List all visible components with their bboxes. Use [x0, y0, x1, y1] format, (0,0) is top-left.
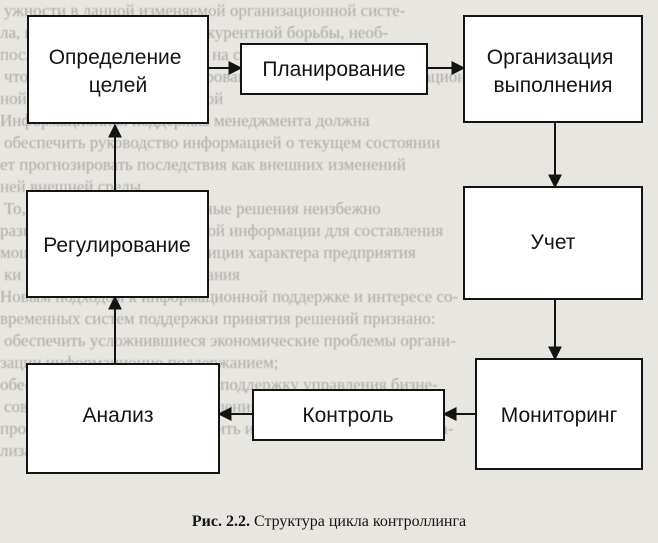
node-planning: Планирование — [240, 43, 428, 95]
figure-title: Структура цикла контроллинга — [253, 513, 467, 530]
node-analysis: Анализ — [26, 363, 220, 474]
background-text-line: ет прогнозировать последствия как внешни… — [0, 155, 406, 174]
node-control-label: Контроль — [302, 404, 393, 427]
background-text-line: обеспечить усложнившиеся экономические п… — [4, 331, 456, 350]
controlling-cycle-diagram: Определение целей Планирование Организац… — [26, 15, 643, 474]
node-monitoring-label: Мониторинг — [501, 404, 618, 427]
background-text-line: временных систем поддержки принятия реше… — [0, 309, 436, 328]
node-organization-label: Организация выполнения — [487, 46, 620, 97]
background-text-line: обеспечить руководство информацией о тек… — [4, 133, 441, 152]
node-planning-label: Планирование — [262, 58, 405, 81]
figure-number: Рис. 2.2. — [191, 513, 250, 530]
node-regulation: Регулирование — [26, 190, 209, 298]
node-goals-label: Определение целей — [49, 46, 188, 97]
node-regulation-label: Регулирование — [43, 234, 190, 257]
node-accounting: Учет — [463, 186, 643, 300]
node-analysis-label: Анализ — [83, 404, 154, 427]
node-goals: Определение целей — [27, 15, 209, 124]
node-accounting-label: Учет — [531, 231, 576, 254]
node-organization: Организация выполнения — [463, 15, 643, 123]
figure-caption: Рис. 2.2. Структура цикла контроллинга — [0, 513, 658, 531]
node-monitoring: Мониторинг — [475, 358, 643, 470]
node-control: Контроль — [252, 389, 445, 441]
